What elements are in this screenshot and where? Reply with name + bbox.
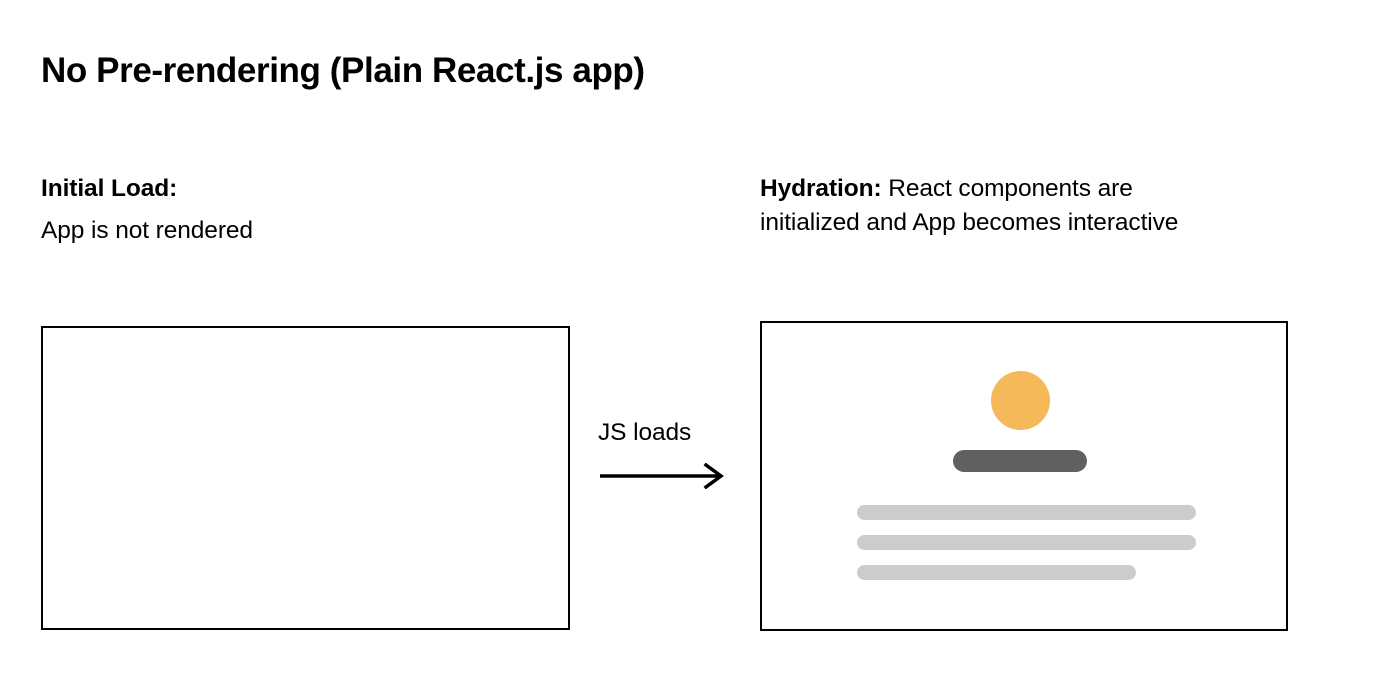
initial-load-body: App is not rendered	[41, 216, 253, 244]
transition-group: JS loads	[598, 418, 733, 490]
text-line-placeholder	[857, 505, 1196, 520]
title-bar-placeholder	[953, 450, 1087, 472]
text-line-placeholder	[857, 565, 1136, 580]
browser-frame-hydrated	[760, 321, 1288, 631]
hydration-body-line1: React components are	[881, 175, 1133, 202]
avatar	[991, 371, 1050, 430]
text-line-placeholder	[857, 535, 1196, 550]
browser-frame-initial	[41, 326, 570, 630]
page-title: No Pre-rendering (Plain React.js app)	[41, 51, 645, 90]
hydration-description: Hydration: React components are initiali…	[760, 172, 1360, 240]
hydration-label: Hydration:	[760, 175, 882, 202]
initial-load-label: Initial Load:	[41, 175, 178, 202]
initial-load-description: Initial Load: App is not rendered	[41, 172, 561, 248]
js-loads-label: JS loads	[598, 419, 692, 446]
hydration-body-line2: initialized and App becomes interactive	[760, 208, 1179, 236]
arrow-right-icon	[598, 462, 728, 490]
